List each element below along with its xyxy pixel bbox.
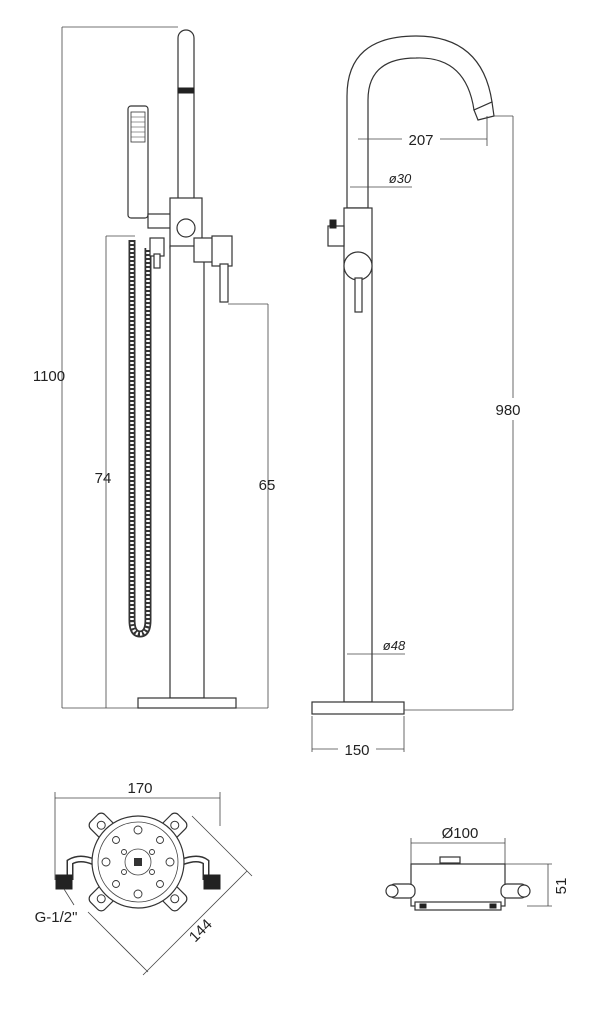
dim-spout-diameter: ø30 bbox=[389, 171, 412, 186]
dim-207: 207 bbox=[408, 132, 433, 149]
dim-51: 51 bbox=[553, 878, 570, 895]
flange-top-view: 170 G-1/2" 144 bbox=[35, 780, 253, 976]
dim-box-diameter: Ø100 bbox=[442, 825, 479, 842]
front-view: 1100 74 65 bbox=[33, 26, 276, 709]
side-view: 207 ø30 980 ø48 150 bbox=[311, 35, 531, 759]
dim-980: 980 bbox=[495, 402, 520, 419]
dim-144: 144 bbox=[186, 916, 216, 946]
dim-170: 170 bbox=[127, 780, 152, 797]
dim-body-diameter: ø48 bbox=[383, 638, 406, 653]
dim-65: 65 bbox=[259, 477, 276, 494]
box-side-view: Ø100 51 bbox=[385, 825, 570, 911]
dim-150: 150 bbox=[344, 742, 369, 759]
dim-1100: 1100 bbox=[33, 368, 65, 385]
dim-thread: G-1/2" bbox=[35, 909, 78, 926]
dim-74: 74 bbox=[95, 470, 112, 487]
